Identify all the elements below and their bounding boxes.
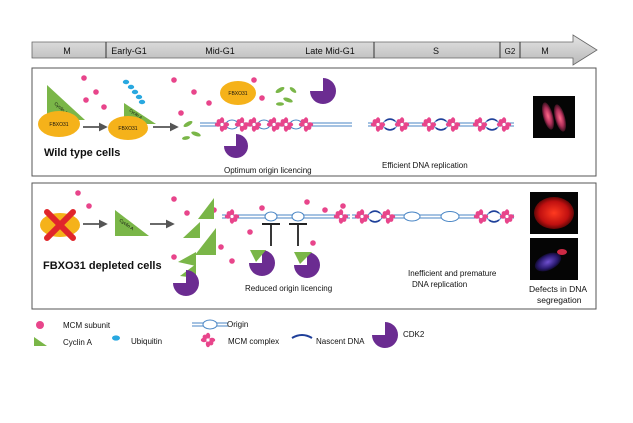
phase-mid-g1-label: Mid-G1 — [205, 46, 235, 56]
dna-strands-depleted-licensing — [222, 209, 350, 224]
micrograph-wt — [533, 96, 575, 138]
wild-type-title: Wild type cells — [44, 147, 120, 159]
legend-cdk2-symbol — [372, 322, 398, 348]
phase-m2-label: M — [541, 46, 549, 56]
phase-late-mid-g1-label: Late Mid-G1 — [305, 46, 355, 56]
legend-ubiquitin-label: Ubiquitin — [131, 337, 162, 346]
legend-mcm-subunit-label: MCM subunit — [63, 321, 111, 330]
legend-mcm-subunit-symbol — [36, 321, 44, 329]
legend-cdk2-label: CDK2 — [403, 330, 425, 339]
legend-nascent-dna-label: Nascent DNA — [316, 337, 365, 346]
fbxo31-blob-wt-1 — [38, 111, 80, 137]
wild-type-panel: Cyclin A FBXO31 Cyclin A FBXO31 — [31, 67, 597, 177]
depleted-panel: Cyclin A — [31, 182, 597, 310]
depleted-replication-caption-2: DNA replication — [412, 280, 467, 289]
legend-mcm-complex-symbol — [200, 332, 216, 348]
mcm-subunit-dots-wt — [81, 75, 265, 116]
cell-cycle-timeline: M Early-G1 Mid-G1 Late Mid-G1 S G2 M — [31, 34, 598, 66]
phase-g2-label: G2 — [505, 47, 516, 56]
cyclin-a-triangle-depleted — [115, 210, 149, 236]
degraded-cyclin-fragments-wt — [182, 86, 297, 140]
cdk2-cyclin-complex-2 — [294, 252, 320, 278]
legend-nascent-dna-symbol — [291, 334, 313, 339]
depleted-replication-caption-1: Inefficient and premature — [408, 269, 497, 278]
cdk2-pacman-wt-1 — [310, 78, 336, 104]
fbxo31-label-wt-3: FBXO31 — [228, 91, 247, 97]
legend-cyclin-a-label: Cyclin A — [63, 338, 93, 347]
depletion-x-mark — [44, 209, 76, 241]
phase-early-g1-label: Early-G1 — [111, 46, 147, 56]
dna-strands-wt-licensing — [200, 117, 352, 132]
dna-strands-wt-replication — [368, 117, 514, 132]
legend-cyclin-a-symbol — [34, 337, 47, 346]
wt-replication-caption: Efficient DNA replication — [382, 161, 468, 170]
legend-origin-symbol — [192, 319, 228, 330]
depleted-title: FBXO31 depleted cells — [43, 260, 162, 272]
cdk2-pacman-depleted-1 — [173, 270, 199, 296]
dna-strands-depleted-replication — [352, 209, 515, 224]
defects-caption-1: Defects in DNA — [529, 284, 587, 294]
fbxo31-blob-wt-3 — [220, 81, 256, 105]
legend: MCM subunit Cyclin A Ubiquitin Origin MC… — [34, 319, 425, 348]
inhibition-bars — [262, 223, 307, 246]
legend-ubiquitin-symbol — [112, 335, 120, 341]
legend-mcm-complex-label: MCM complex — [228, 337, 279, 346]
legend-origin-label: Origin — [227, 320, 248, 329]
ubiquitin-chain — [122, 79, 146, 105]
fbxo31-blob-wt-2 — [108, 116, 148, 140]
phase-s-label: S — [433, 46, 439, 56]
cdk2-cyclin-complex-1 — [249, 250, 275, 276]
cdk2-pacman-wt-2 — [224, 134, 248, 158]
defects-caption-2: segregation — [537, 295, 582, 305]
depleted-licensing-caption: Reduced origin licencing — [245, 284, 332, 293]
phase-m-label: M — [63, 46, 71, 56]
wt-licensing-caption: Optimum origin licencing — [224, 166, 312, 175]
fbxo31-label-wt-1: FBXO31 — [49, 122, 68, 128]
fbxo31-label-wt-2: FBXO31 — [118, 126, 137, 132]
